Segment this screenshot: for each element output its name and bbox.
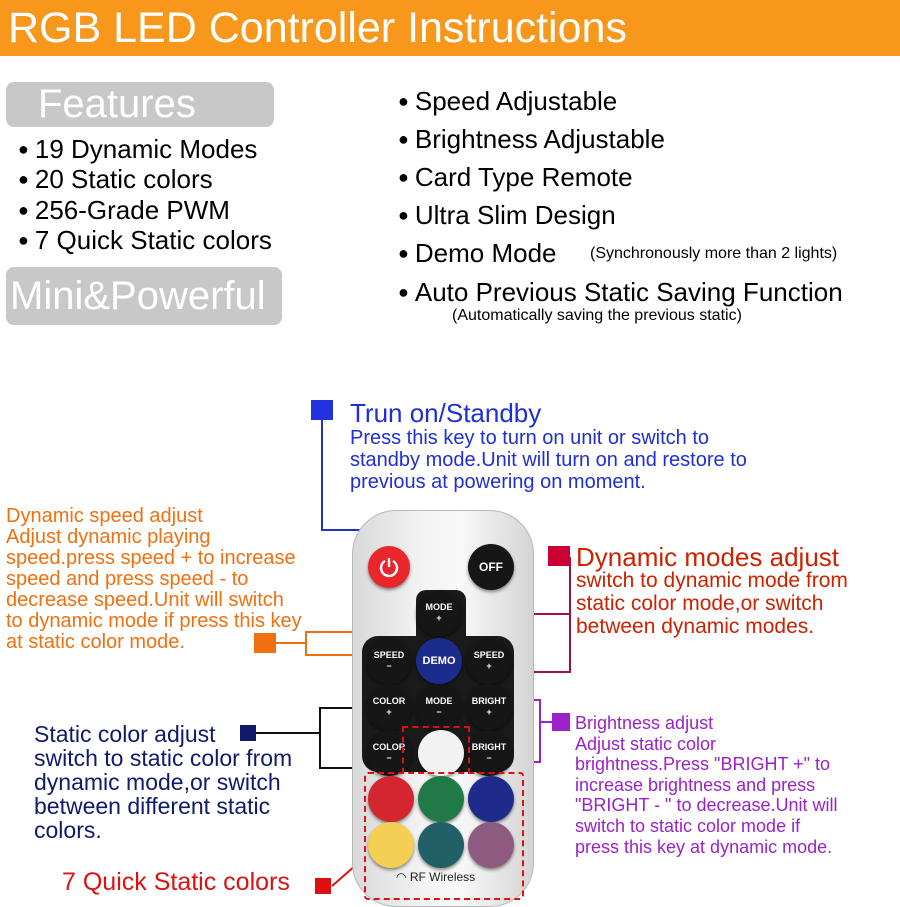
speed-desc-line: decrease speed.Unit will switch	[6, 589, 284, 611]
button-label: COLOR	[372, 696, 406, 706]
feature-item: 256-Grade PWM	[18, 195, 230, 228]
button-sign: +	[386, 707, 392, 717]
white-color-button[interactable]	[418, 730, 464, 776]
modes-desc-line: static color mode,or switch	[576, 592, 824, 615]
power-desc-line: Press this key to turn on unit or switch…	[350, 427, 710, 449]
button-sign: −	[386, 661, 392, 671]
bright-minus-button[interactable]: BRIGHT−	[466, 730, 512, 776]
quick-colors-title: 7 Quick Static colors	[62, 868, 290, 896]
bright-plus-button[interactable]: BRIGHT+	[466, 684, 512, 730]
button-label: BRIGHT	[471, 696, 507, 706]
teal-color-button[interactable]	[418, 822, 464, 868]
modes-desc: switch to dynamic mode from static color…	[576, 569, 848, 638]
speed-desc-line: to dynamic mode if press this key	[6, 610, 302, 632]
color-minus-button[interactable]: COLOR−	[366, 730, 412, 776]
static-desc-line: colors.	[34, 817, 102, 843]
demo-note: (Synchronously more than 2 lights)	[590, 245, 838, 262]
color-plus-button[interactable]: COLOR+	[366, 684, 412, 730]
button-sign: +	[436, 613, 442, 623]
mode-minus-button[interactable]: MODE−	[416, 684, 462, 730]
feature-item: Speed Adjustable	[398, 86, 617, 119]
speed-minus-button[interactable]: SPEED−	[366, 638, 412, 684]
button-sign: −	[486, 753, 492, 763]
button-label: SPEED	[473, 650, 505, 660]
speed-plus-button[interactable]: SPEED+	[466, 638, 512, 684]
feature-item: 19 Dynamic Modes	[18, 134, 258, 167]
speed-desc-line: speed.press speed + to increase	[6, 547, 296, 569]
static-marker	[240, 725, 256, 741]
power-button[interactable]	[368, 546, 410, 588]
bright-marker	[552, 713, 570, 731]
static-desc-line: between different static	[34, 793, 271, 819]
feature-item: Auto Previous Static Saving Function	[398, 277, 843, 310]
bright-title: Brightness adjust	[575, 713, 714, 733]
blue-color-button[interactable]	[468, 776, 514, 822]
static-desc-line: dynamic mode,or switch	[34, 769, 281, 795]
red-color-button[interactable]	[368, 776, 414, 822]
bright-desc-line: "BRIGHT - " to decrease.Unit will	[575, 795, 838, 816]
speed-desc-line: at static color mode.	[6, 631, 185, 653]
modes-desc-line: switch to dynamic mode from	[576, 569, 848, 592]
bright-desc-line: Adjust static color	[575, 733, 717, 754]
feature-item: Demo Mode	[398, 238, 557, 271]
demo-label: DEMO	[422, 654, 456, 667]
quick-colors-frame-top	[402, 726, 470, 774]
button-label: MODE	[425, 696, 453, 706]
yellow-color-button[interactable]	[368, 822, 414, 868]
quick-colors-marker	[315, 878, 331, 894]
page-title: RGB LED Controller Instructions	[8, 4, 627, 52]
mini-powerful-label: Mini&Powerful	[6, 267, 282, 325]
auto-note: (Automatically saving the previous stati…	[452, 307, 742, 324]
button-label: COLOR	[372, 742, 406, 752]
static-callout: Static color adjust switch to static col…	[34, 722, 292, 842]
purple-color-button[interactable]	[468, 822, 514, 868]
feature-item: 20 Static colors	[18, 164, 213, 197]
speed-marker	[254, 633, 276, 653]
modes-marker	[548, 546, 570, 566]
bright-desc-line: increase brightness and press	[575, 774, 816, 795]
feature-item: 7 Quick Static colors	[18, 225, 272, 258]
power-marker	[311, 400, 333, 420]
power-icon	[379, 558, 399, 578]
button-sign: +	[486, 707, 492, 717]
feature-item: Ultra Slim Design	[398, 200, 616, 233]
green-color-button[interactable]	[418, 776, 464, 822]
bright-desc-line: switch to static color mode if	[575, 815, 801, 836]
bright-callout: Brightness adjust Adjust static color br…	[575, 713, 838, 857]
header-bar	[0, 0, 900, 56]
power-desc-line: standby mode.Unit will turn on and resto…	[350, 449, 747, 471]
speed-desc-line: Adjust dynamic playing	[6, 526, 211, 548]
button-sign: +	[486, 661, 492, 671]
brand-text: RF Wireless	[409, 870, 476, 884]
power-desc: Press this key to turn on unit or switch…	[350, 427, 747, 493]
rf-wireless-label: ◠ RF Wireless	[396, 870, 475, 884]
power-desc-line: previous at powering on moment.	[350, 471, 646, 493]
speed-callout: Dynamic speed adjust Adjust dynamic play…	[6, 506, 302, 653]
feature-item: Card Type Remote	[398, 162, 633, 195]
features-label: Features	[6, 82, 274, 127]
modes-desc-line: between dynamic modes.	[576, 615, 815, 638]
off-button[interactable]: OFF	[468, 544, 514, 590]
bright-desc-line: brightness.Press "BRIGHT +" to	[575, 754, 831, 775]
demo-button[interactable]: DEMO	[416, 638, 462, 684]
static-desc-line: switch to static color from	[34, 745, 293, 771]
button-sign: −	[386, 753, 392, 763]
off-label: OFF	[479, 559, 503, 574]
button-label: SPEED	[373, 650, 405, 660]
bright-desc-line: press this key at dynamic mode.	[575, 836, 833, 857]
quick-colors-frame	[364, 772, 524, 900]
feature-item: Brightness Adjustable	[398, 124, 665, 157]
button-label: MODE	[425, 602, 453, 612]
modes-title: Dynamic modes adjust	[576, 542, 839, 572]
mode-plus-button[interactable]: MODE+	[416, 590, 462, 636]
speed-desc-line: speed and press speed - to	[6, 568, 249, 590]
speed-title: Dynamic speed adjust	[6, 505, 203, 527]
wifi-icon: ◠	[396, 870, 407, 884]
button-label: BRIGHT	[471, 742, 507, 752]
static-title: Static color adjust	[34, 721, 216, 747]
power-title: Trun on/Standby	[350, 398, 542, 428]
button-sign: −	[436, 707, 442, 717]
